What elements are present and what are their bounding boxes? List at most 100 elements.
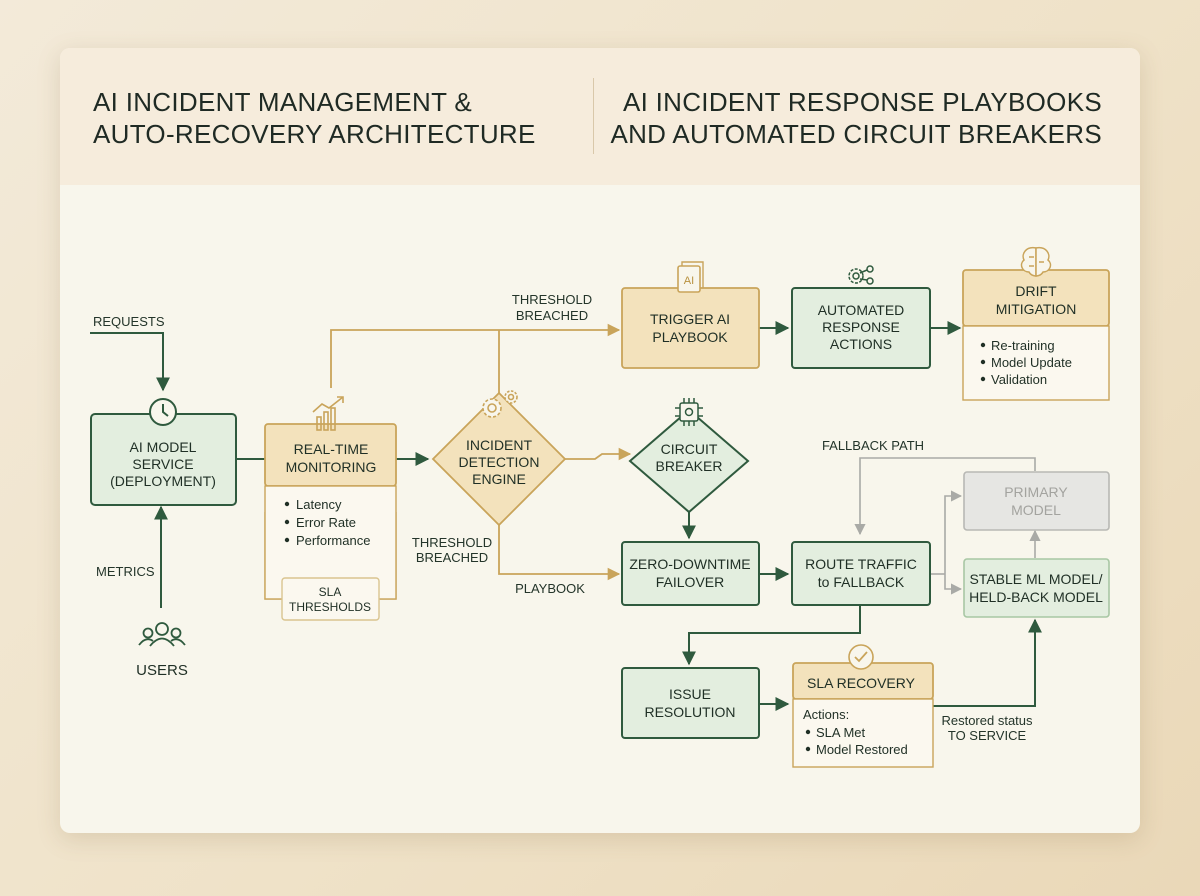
primary-line1: PRIMARY (1004, 484, 1068, 500)
sla-thresholds-line2: THRESHOLDS (289, 600, 371, 614)
fallback-path-arrow (854, 457, 1036, 536)
primary-line2: MODEL (1011, 502, 1061, 518)
detection-line3: ENGINE (472, 471, 526, 487)
trigger-line1: TRIGGER AI (650, 311, 730, 327)
circuit-line2: BREAKER (656, 458, 723, 474)
primary-model-node[interactable]: PRIMARY MODEL (963, 471, 1110, 531)
automated-response-node[interactable]: AUTOMATED RESPONSE ACTIONS (791, 265, 931, 369)
bullet (980, 342, 986, 348)
threshold-top-label-1: THRESHOLD (512, 292, 592, 307)
playbook-arrow (498, 520, 621, 581)
users-icon (138, 622, 186, 647)
restored-status-arrow (933, 618, 1042, 707)
monitoring-item-error-rate: Error Rate (296, 515, 356, 530)
metrics-label: METRICS (96, 564, 155, 579)
sla-recovery-actions-label: Actions: (803, 707, 849, 722)
threshold-mid-label-2: BREACHED (416, 550, 488, 565)
bullet (980, 376, 986, 382)
issue-line2: RESOLUTION (644, 704, 735, 720)
restored-label-1: Restored status (941, 713, 1033, 728)
bullet (284, 519, 290, 525)
drift-item-model-update: Model Update (991, 355, 1072, 370)
sla-recovery-item-met: SLA Met (816, 725, 866, 740)
gear-network-icon (848, 265, 874, 285)
threshold-mid-label-1: THRESHOLD (412, 535, 492, 550)
requests-label: REQUESTS (93, 314, 165, 329)
gears-icon (482, 390, 518, 418)
circuit-line1: CIRCUIT (661, 441, 718, 457)
check-circle-icon (848, 644, 874, 670)
ai-model-line1: AI MODEL (130, 439, 197, 455)
ai-model-service-node[interactable]: AI MODEL SERVICE (DEPLOYMENT) (90, 398, 237, 506)
users-label: USERS (136, 662, 188, 679)
ai-model-line3: (DEPLOYMENT) (110, 473, 216, 489)
diagram-card: AI INCIDENT MANAGEMENT & AUTO-RECOVERY A… (60, 48, 1140, 833)
bullet (284, 501, 290, 507)
document-ai-icon: AI (677, 261, 704, 293)
clock-icon (149, 398, 177, 426)
stable-model-node[interactable]: STABLE ML MODEL/ HELD-BACK MODEL (963, 558, 1110, 618)
sla-thresholds-node[interactable]: SLA THRESHOLDS (281, 577, 380, 621)
users-node: USERS (136, 622, 188, 679)
restored-label-2: TO SERVICE (948, 728, 1027, 743)
drift-mitigation-node[interactable]: DRIFT MITIGATION Re-training Model Updat… (962, 246, 1110, 401)
drift-line1: DRIFT (1015, 283, 1057, 299)
issue-line1: ISSUE (669, 686, 711, 702)
playbook-label: PLAYBOOK (515, 581, 585, 596)
route-line1: ROUTE TRAFFIC (805, 556, 917, 572)
route-to-stable-arrow (944, 574, 963, 595)
threshold-top-label-2: BREACHED (516, 308, 588, 323)
edge-labels: REQUESTS METRICS THRESHOLD BREACHED THRE… (93, 292, 1033, 743)
automated-line2: RESPONSE (822, 319, 900, 335)
fallback-path-label: FALLBACK PATH (822, 438, 924, 453)
route-line2: to FALLBACK (818, 574, 905, 590)
automated-line1: AUTOMATED (818, 302, 905, 318)
stable-line2: HELD-BACK MODEL (969, 589, 1103, 605)
bullet (980, 359, 986, 365)
connectors (90, 321, 1042, 711)
header-divider (593, 78, 594, 154)
issue-resolution-node[interactable]: ISSUE RESOLUTION (621, 667, 760, 739)
route-traffic-node[interactable]: ROUTE TRAFFIC to FALLBACK (791, 541, 931, 606)
ai-model-line2: SERVICE (132, 456, 193, 472)
detection-line1: INCIDENT (466, 437, 533, 453)
monitoring-item-latency: Latency (296, 497, 342, 512)
detection-to-breaker-arrow (565, 447, 632, 461)
drift-item-retraining: Re-training (991, 338, 1055, 353)
failover-line1: ZERO-DOWNTIME (629, 556, 750, 572)
requests-arrow (90, 332, 170, 392)
header-band: AI INCIDENT MANAGEMENT & AUTO-RECOVERY A… (60, 48, 1140, 185)
drift-line2: MITIGATION (996, 301, 1077, 317)
circuit-breaker-node[interactable]: CIRCUIT BREAKER (628, 398, 750, 514)
incident-detection-node[interactable]: INCIDENT DETECTION ENGINE (431, 390, 567, 527)
sla-recovery-item-restored: Model Restored (816, 742, 908, 757)
detection-line2: DETECTION (459, 454, 540, 470)
monitoring-item-performance: Performance (296, 533, 370, 548)
bullet (284, 537, 290, 543)
sla-thresholds-line1: SLA (319, 585, 342, 599)
route-to-primary-arrow (944, 490, 963, 574)
bullet (805, 729, 811, 735)
monitoring-line1: REAL-TIME (294, 441, 369, 457)
route-to-issue-arrow (682, 606, 861, 666)
stable-line1: STABLE ML MODEL/ (969, 571, 1102, 587)
document-ai-icon-text: AI (684, 275, 694, 287)
failover-node[interactable]: ZERO-DOWNTIME FAILOVER (621, 541, 760, 606)
failover-line2: FAILOVER (656, 574, 724, 590)
bullet (805, 746, 811, 752)
page-title: AI INCIDENT MANAGEMENT & AUTO-RECOVERY A… (93, 87, 536, 149)
threshold-breached-top-arrow (330, 323, 621, 388)
brain-circuit-icon (1020, 246, 1052, 277)
monitoring-line2: MONITORING (286, 459, 377, 475)
chip-icon (675, 398, 703, 426)
sla-recovery-title: SLA RECOVERY (807, 675, 916, 691)
sla-recovery-node[interactable]: SLA RECOVERY Actions: SLA Met Model Rest… (792, 644, 934, 768)
page-subtitle: AI INCIDENT RESPONSE PLAYBOOKS AND AUTOM… (610, 87, 1102, 149)
monitoring-node[interactable]: REAL-TIME MONITORING Latency Error Rate … (264, 396, 397, 600)
drift-item-validation: Validation (991, 372, 1047, 387)
trigger-playbook-node[interactable]: AI TRIGGER AI PLAYBOOK (621, 261, 760, 369)
automated-line3: ACTIONS (830, 336, 892, 352)
chart-growth-icon (312, 396, 344, 431)
trigger-line2: PLAYBOOK (652, 329, 728, 345)
architecture-diagram: REQUESTS METRICS THRESHOLD BREACHED THRE… (90, 246, 1110, 768)
